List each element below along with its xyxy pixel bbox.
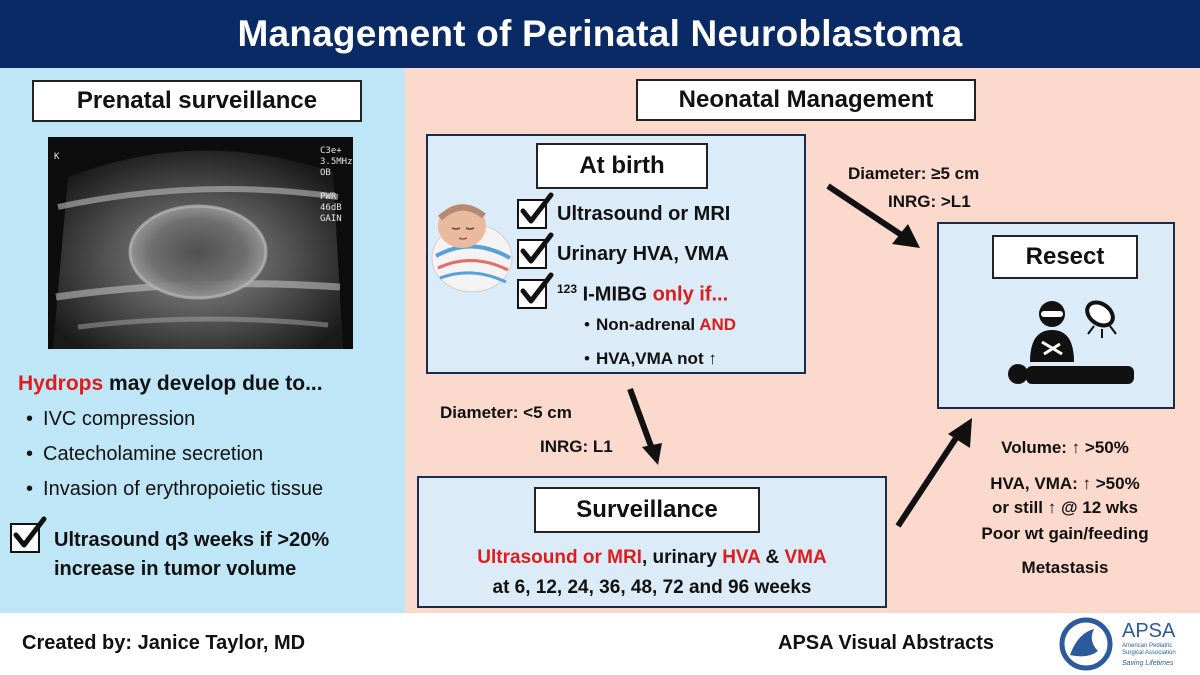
logo-sub-1: American Pediatric	[1122, 643, 1172, 649]
resect-criteria-inrg: INRG: >L1	[888, 192, 971, 211]
hydrops-rest: may develop due to...	[103, 372, 323, 395]
checklist-item: Urinary HVA, VMA	[517, 232, 730, 274]
criteria-item: or still ↑ @ 12 wks	[991, 498, 1139, 517]
mibg-conditions-list: Non-adrenal AND HVA,VMA not ↑	[584, 308, 736, 376]
surveillance-part: , urinary	[641, 547, 723, 568]
checklist-item-label: Ultrasound or MRI	[557, 202, 731, 225]
us-label-5: 46dB	[320, 203, 342, 213]
title-banner: Management of Perinatal Neuroblastoma	[0, 0, 1200, 68]
resect-diameter-value: ≥5 cm	[931, 164, 980, 183]
list-item: Non-adrenal AND	[584, 308, 736, 342]
recommendation-line-2: increase in tumor volume	[54, 558, 297, 580]
surveillance-criteria-inrg: INRG: L1	[540, 437, 613, 456]
checklist-item: 123 I-MIBG only if...	[517, 272, 730, 314]
surveillance-part: HVA	[722, 547, 761, 568]
surveillance-part: Ultrasound or MRI	[477, 547, 642, 568]
mibg-item-label: 123 I-MIBG only if...	[557, 282, 728, 307]
us-label-4: PWR	[320, 192, 337, 202]
surveillance-part: &	[760, 547, 785, 568]
checkbox-icon	[10, 516, 47, 553]
checklist-item-label: Urinary HVA, VMA	[557, 242, 729, 265]
surveillance-details: Ultrasound or MRI, urinary HVA & VMA at …	[420, 543, 884, 603]
arrow-to-resect	[826, 183, 920, 248]
list-item: IVC compression	[26, 402, 323, 437]
author-credit: Created by: Janice Taylor, MD	[22, 632, 306, 654]
neonatal-heading: Neonatal Management	[636, 79, 976, 121]
newborn-baby-graphic	[431, 204, 513, 293]
checkbox-icon	[517, 232, 554, 269]
newborn-image	[428, 196, 514, 296]
mibg-isotope: 123	[557, 281, 578, 296]
surveillance-part: VMA	[784, 547, 827, 568]
us-label-6: GAIN	[320, 214, 342, 224]
criteria-item: Volume: ↑ >50%	[1001, 438, 1129, 457]
logo-text: APSA	[1122, 620, 1176, 642]
criteria-item: Metastasis	[1021, 558, 1109, 577]
recommendation-text: Ultrasound q3 weeks if >20% increase in …	[54, 526, 329, 584]
neonatal-heading-text: Neonatal Management	[678, 86, 934, 113]
resect-heading: Resect	[992, 235, 1138, 279]
page-title: Management of Perinatal Neuroblastoma	[237, 13, 963, 54]
surveillance-criteria-diameter: Diameter: <5 cm	[440, 403, 572, 422]
surgeon-icon	[1002, 292, 1142, 392]
resect-heading-text: Resect	[1025, 243, 1105, 270]
mibg-condition: only if...	[652, 283, 729, 306]
prenatal-heading-text: Prenatal surveillance	[76, 87, 318, 114]
condition-text: HVA,VMA not ↑	[595, 349, 717, 368]
checkbox-icon	[517, 272, 554, 309]
criteria-item: HVA, VMA: ↑ >50%	[990, 474, 1140, 493]
condition-text: Non-adrenal	[595, 315, 700, 334]
list-item: Invasion of erythropoietic tissue	[26, 472, 323, 507]
apsa-logo: APSA American Pediatric Surgical Associa…	[1058, 615, 1198, 673]
prenatal-ultrasound-image: C3e+ 3.5MHz OB PWR 46dB GAIN K	[48, 137, 353, 349]
logo-tagline: Saving Lifetimes	[1122, 660, 1174, 667]
escalation-criteria: Volume: ↑ >50% HVA, VMA: ↑ >50% or still…	[960, 438, 1170, 578]
recommendation-checkbox	[10, 516, 47, 558]
ultrasound-scan-graphic: C3e+ 3.5MHz OB PWR 46dB GAIN K	[48, 137, 353, 349]
list-item: Catecholamine secretion	[26, 437, 323, 472]
checkbox-icon	[517, 192, 554, 229]
hydrops-causes-list: IVC compression Catecholamine secretion …	[26, 402, 323, 507]
arrow-surveillance-to-resect	[895, 418, 972, 528]
surveillance-line-2: at 6, 12, 24, 36, 48, 72 and 96 weeks	[492, 577, 812, 598]
arrow-to-surveillance	[627, 387, 662, 465]
checklist-item: Ultrasound or MRI	[517, 192, 731, 234]
hydrops-word: Hydrops	[18, 372, 104, 395]
at-birth-heading: At birth	[536, 143, 708, 189]
us-label-3: OB	[320, 168, 331, 178]
mibg-text: I-MIBG	[577, 283, 653, 306]
list-item: HVA,VMA not ↑	[584, 342, 736, 376]
logo-sub-2: Surgical Association	[1122, 650, 1176, 656]
resect-diameter-prefix: Diameter:	[848, 164, 932, 183]
hydrops-heading: Hydrops may develop due to...	[18, 372, 323, 396]
us-label-2: 3.5MHz	[320, 157, 353, 167]
series-name: APSA Visual Abstracts	[778, 632, 995, 654]
us-label-1: C3e+	[320, 146, 342, 156]
us-label-7: K	[54, 152, 60, 162]
criteria-item: Poor wt gain/feeding	[981, 524, 1149, 543]
at-birth-heading-text: At birth	[579, 152, 665, 179]
surveillance-line-1: Ultrasound or MRI, urinary HVA & VMA	[420, 543, 884, 573]
resect-criteria-diameter: Diameter: ≥5 cm	[848, 164, 979, 184]
at-birth-checklist: Ultrasound or MRI Urinary HVA, VMA 123 I…	[517, 192, 731, 314]
recommendation-line-1: Ultrasound q3 weeks if >20%	[54, 529, 330, 551]
condition-emphasis: AND	[699, 315, 737, 334]
surveillance-heading-text: Surveillance	[576, 496, 718, 523]
prenatal-heading: Prenatal surveillance	[32, 80, 362, 122]
surveillance-heading: Surveillance	[534, 487, 760, 533]
